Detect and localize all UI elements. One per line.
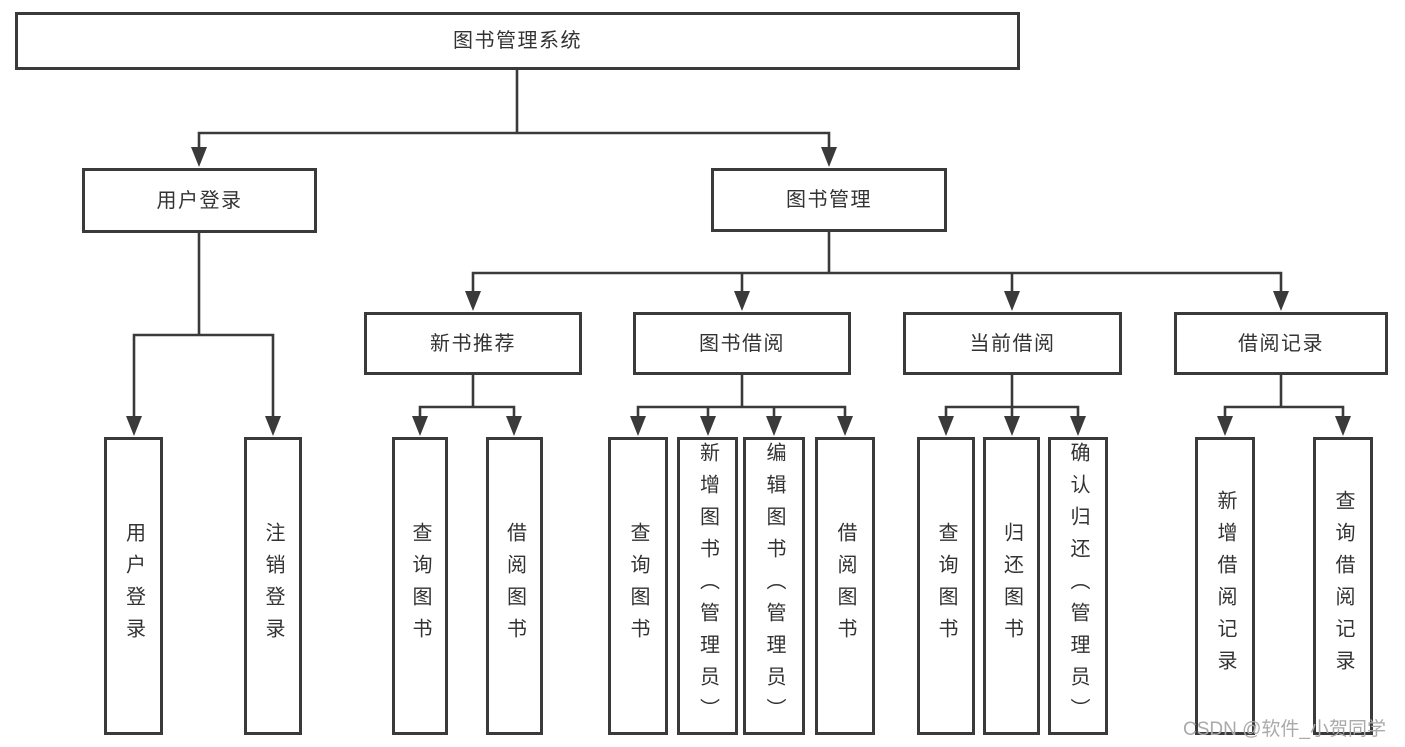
node-book-management-label: 图书管理 [786,189,872,211]
leaf-add-books-admin: 新增图书（管理员） [677,437,738,735]
leaf-recommend-query-books-label: 查询图书 [409,522,431,650]
node-root: 图书管理系统 [15,12,1020,70]
arrowhead [1070,416,1086,436]
node-borrowing-records-label: 借阅记录 [1238,332,1324,355]
leaf-user-login-label: 用户登录 [122,522,145,650]
arrowhead [412,416,428,436]
arrowhead [766,416,782,436]
leaf-recommend-query-books: 查询图书 [392,437,448,735]
arrowhead [126,416,142,436]
arrowhead [630,416,646,436]
leaf-logout-label: 注销登录 [262,522,284,650]
node-new-book-recommend: 新书推荐 [364,312,582,375]
arrowhead [191,147,207,167]
arrowhead [938,416,954,436]
leaf-recommend-borrow-books-label: 借阅图书 [503,522,526,650]
leaf-add-borrow-record: 新增借阅记录 [1195,437,1255,735]
arrowhead [465,291,481,311]
leaf-borrow-books: 借阅图书 [815,437,875,735]
leaf-borrow-books-label: 借阅图书 [834,522,856,650]
leaf-edit-books-admin: 编辑图书（管理员） [743,437,805,735]
tree-edges [132,68,1345,424]
leaf-borrowing-query-books-label: 查询图书 [627,522,649,650]
leaf-user-login: 用户登录 [104,437,163,735]
arrowhead [734,291,750,311]
leaf-logout: 注销登录 [244,437,302,735]
arrowhead [506,416,522,436]
arrowhead [265,416,281,436]
leaf-confirm-return-admin: 确认归还（管理员） [1048,437,1108,735]
leaf-current-query-books: 查询图书 [917,437,975,735]
node-root-label: 图书管理系统 [453,30,582,52]
arrowhead [1004,416,1020,436]
node-book-borrowing: 图书借阅 [633,312,851,375]
node-user-login: 用户登录 [82,168,317,233]
node-current-borrowing: 当前借阅 [903,312,1122,375]
arrowhead [700,416,716,436]
arrowhead [837,416,853,436]
leaf-return-books: 归还图书 [983,437,1040,735]
csdn-watermark: CSDN @软件_小贺同学 [1183,719,1386,740]
leaf-return-books-label: 归还图书 [1000,522,1023,650]
arrowhead [821,147,837,167]
leaf-edit-books-admin-label: 编辑图书（管理员） [763,442,785,730]
arrowhead [1273,291,1289,311]
node-borrowing-records: 借阅记录 [1174,312,1388,375]
arrowhead [1004,291,1020,311]
node-book-borrowing-label: 图书借阅 [699,332,785,355]
arrowhead [1217,416,1233,436]
leaf-query-borrow-record: 查询借阅记录 [1313,437,1373,735]
leaf-add-borrow-record-label: 新增借阅记录 [1214,490,1236,682]
arrowhead [1335,416,1351,436]
node-current-borrowing-label: 当前借阅 [969,332,1056,355]
leaf-recommend-borrow-books: 借阅图书 [486,437,543,735]
leaf-confirm-return-admin-label: 确认归还（管理员） [1067,442,1089,730]
leaf-add-books-admin-label: 新增图书（管理员） [696,442,719,730]
leaf-query-borrow-record-label: 查询借阅记录 [1332,490,1354,682]
node-new-book-recommend-label: 新书推荐 [430,332,516,355]
leaf-borrowing-query-books: 查询图书 [608,437,668,735]
leaf-current-query-books-label: 查询图书 [935,522,957,650]
node-user-login-label: 用户登录 [156,189,243,212]
node-book-management: 图书管理 [711,168,947,232]
